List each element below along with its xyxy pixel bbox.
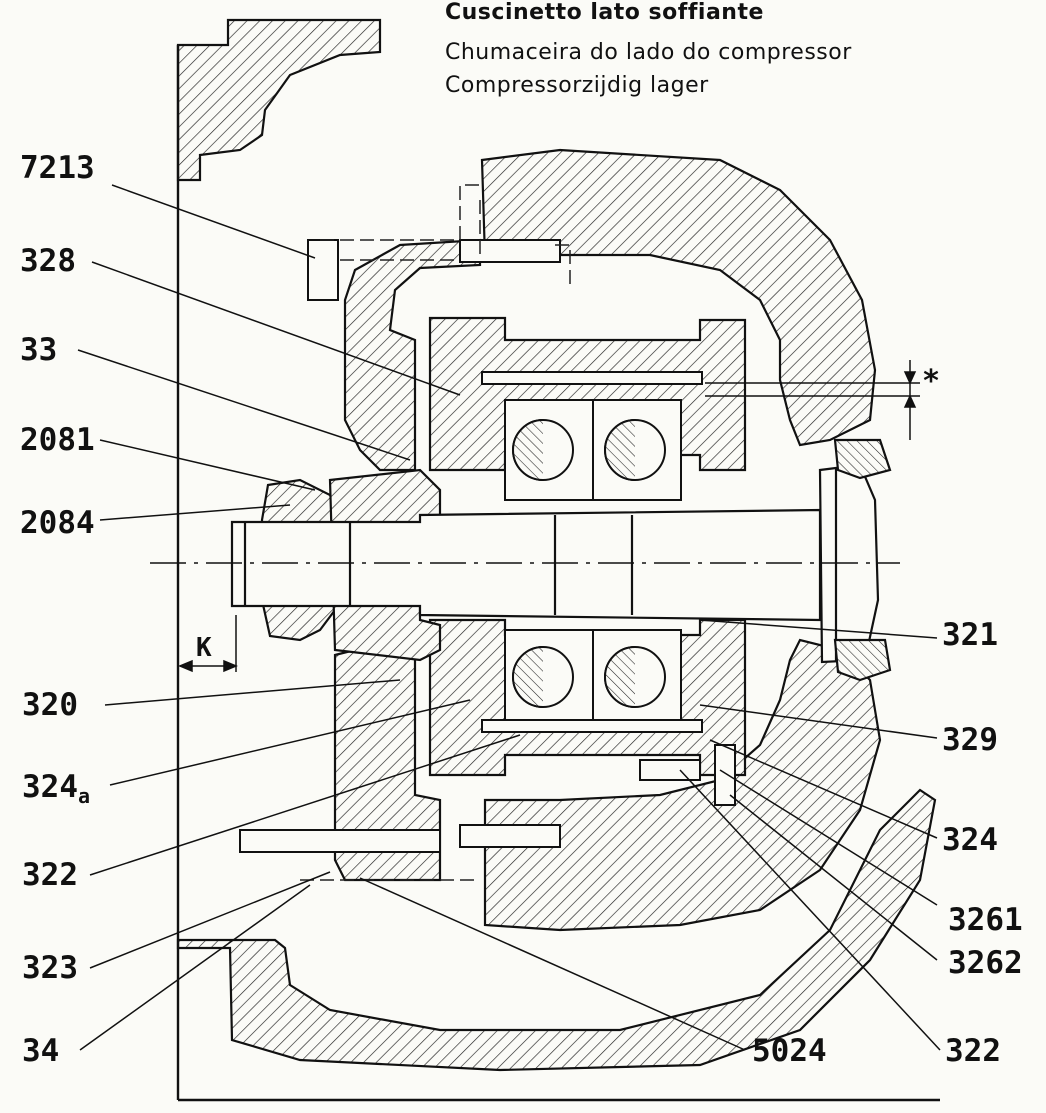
ball-bearings	[504, 399, 682, 731]
callout-5024: 5024	[752, 1033, 827, 1069]
title-italian: Cuscinetto lato soffiante	[445, 0, 764, 25]
callout-3262: 3262	[948, 945, 1023, 981]
k-dimension-label: K	[196, 633, 212, 663]
callout-7213: 7213	[20, 150, 95, 186]
title-dutch: Compressorzijdig lager	[445, 73, 709, 98]
upper-bearing-housing	[480, 148, 877, 447]
callout-2084: 2084	[20, 505, 95, 541]
leader-lines	[77, 184, 941, 1051]
casing-left-wall	[176, 18, 382, 182]
callout-324a: 324a	[22, 769, 91, 808]
k-dimension	[178, 615, 238, 673]
callout-329: 329	[942, 722, 998, 758]
callout-33: 33	[20, 332, 58, 368]
callout-322-right: 322	[945, 1033, 1001, 1069]
callout-328: 328	[20, 243, 76, 279]
clearance-label: *	[922, 364, 941, 399]
callout-322-left: 322	[22, 857, 78, 893]
shaft	[230, 508, 822, 622]
callout-324: 324	[942, 822, 998, 858]
callout-324a-subscript: a	[78, 784, 91, 808]
casing-left-lower	[176, 788, 937, 1072]
clearance-dimension	[705, 360, 920, 440]
callout-323: 323	[22, 950, 78, 986]
callout-324a-number: 324	[22, 769, 78, 805]
callout-2081: 2081	[20, 422, 95, 458]
callout-320: 320	[22, 687, 78, 723]
callout-34: 34	[22, 1033, 60, 1069]
callout-321: 321	[942, 617, 998, 653]
callout-3261: 3261	[948, 902, 1023, 938]
title-portuguese: Chumaceira do lado do compressor	[445, 40, 852, 65]
